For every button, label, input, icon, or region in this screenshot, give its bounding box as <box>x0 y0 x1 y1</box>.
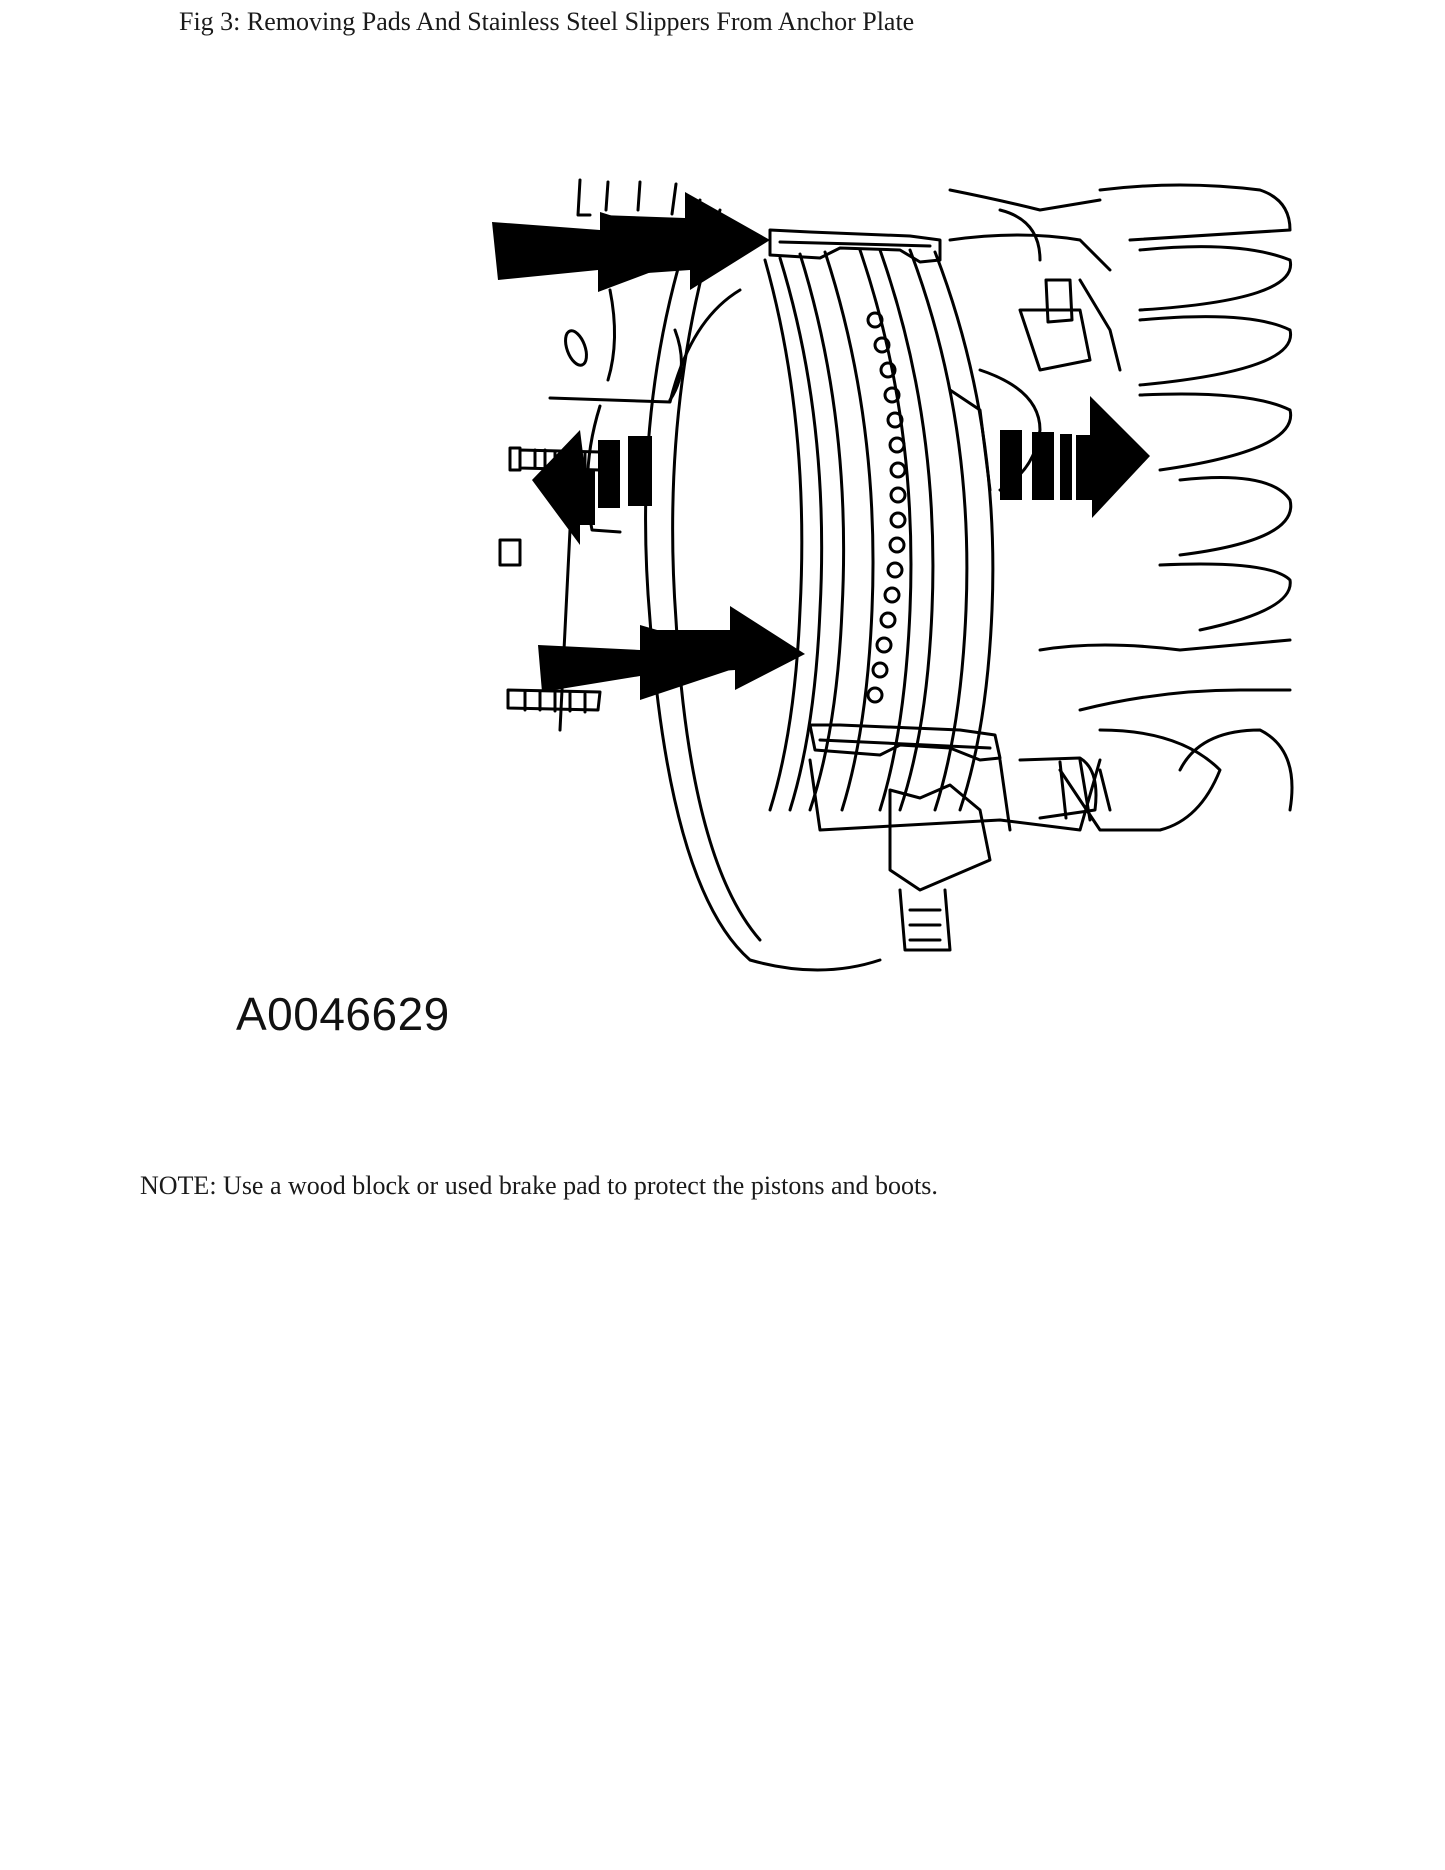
note-text: NOTE: Use a wood block or used brake pad… <box>140 1171 938 1200</box>
figure-id-label: A0046629 <box>236 988 450 1040</box>
brake-caliper-drawing <box>492 178 1294 972</box>
brake-caliper-illustration <box>480 170 1300 1040</box>
figure-caption: Fig 3: Removing Pads And Stainless Steel… <box>179 7 915 36</box>
